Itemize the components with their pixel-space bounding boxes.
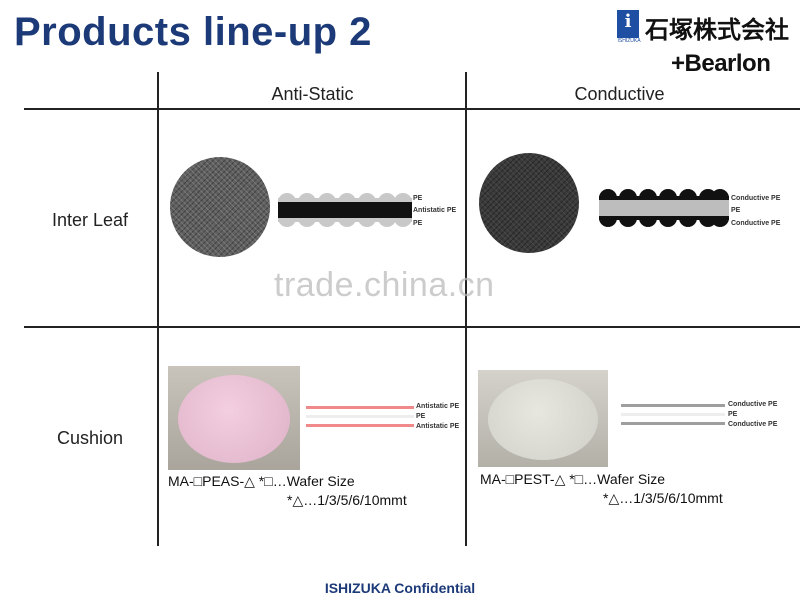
layer-label-middle: PE (731, 207, 741, 214)
layer-label-top: Conductive PE (728, 401, 778, 408)
brand-name: +Bearlon (671, 50, 771, 77)
conductive-cushion-top-layer (621, 404, 725, 407)
company-logo: i ISHIZUKA 石塚株式会社 +Bearlon (617, 10, 797, 80)
antistatic-cushion-sample-image (168, 366, 300, 470)
layer-label-bottom: Conductive PE (728, 421, 778, 428)
layer-label-bottom: Conductive PE (731, 220, 781, 227)
footer-confidential: ISHIZUKA Confidential (324, 580, 476, 596)
antistatic-cushion-top-layer (306, 406, 414, 409)
conductive-cushion-middle-layer (621, 413, 725, 416)
table-row-divider (24, 326, 800, 328)
antistatic-interleaf-sample-image (170, 157, 270, 257)
layer-label-middle: Antistatic PE (413, 207, 457, 214)
antistatic-thickness-options: *△…1/3/5/6/10mmt (287, 492, 407, 508)
layer-label-bottom: PE (413, 220, 423, 227)
conductive-interleaf-sample-image (479, 153, 579, 253)
company-name-japanese: 石塚株式会社 (645, 16, 789, 44)
conductive-thickness-options: *△…1/3/5/6/10mmt (603, 490, 723, 506)
page-title: Products line-up 2 (14, 10, 372, 54)
row-header-cushion: Cushion (56, 428, 124, 448)
conductive-interleaf-layer-diagram (599, 189, 729, 227)
conductive-model-code: MA-□PEST-△ *□…Wafer Size (480, 471, 666, 487)
ishizuka-logo-icon: i (617, 10, 639, 38)
conductive-cushion-bottom-layer (621, 422, 725, 425)
antistatic-cushion-bottom-layer (306, 424, 414, 427)
layer-label-bottom: Antistatic PE (416, 423, 460, 430)
table-column-divider-right (465, 72, 467, 546)
column-header-conductive: Conductive (574, 84, 665, 104)
conductive-cushion-sample-image (478, 370, 608, 467)
logo-badge-caption: ISHIZUKA (617, 38, 641, 44)
layer-label-top: Antistatic PE (416, 403, 460, 410)
layer-label-top: Conductive PE (731, 195, 781, 202)
table-header-divider (24, 108, 800, 110)
antistatic-model-code: MA-□PEAS-△ *□…Wafer Size (168, 473, 355, 489)
table-column-divider-left (157, 72, 159, 546)
watermark-text: trade.china.cn (274, 266, 495, 304)
antistatic-interleaf-layer-diagram (278, 193, 412, 227)
column-header-anti-static: Anti-Static (271, 84, 354, 104)
layer-label-middle: PE (416, 413, 426, 420)
antistatic-cushion-middle-layer (306, 415, 414, 418)
layer-label-top: PE (413, 195, 423, 202)
row-header-inter-leaf: Inter Leaf (51, 210, 129, 230)
layer-label-middle: PE (728, 411, 738, 418)
